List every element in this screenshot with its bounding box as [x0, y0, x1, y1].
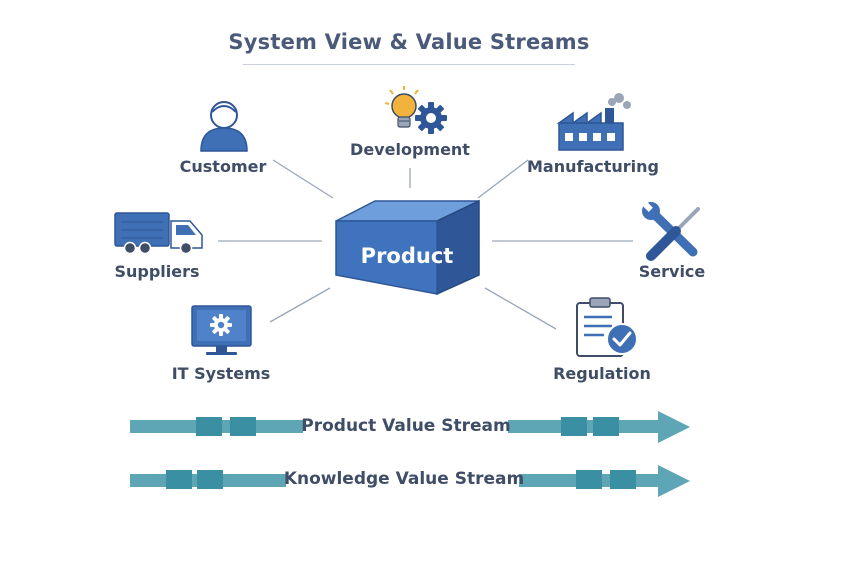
- factory-icon: [556, 93, 631, 151]
- suppliers-label: Suppliers: [114, 262, 200, 281]
- connector-regulation: [484, 287, 557, 330]
- connector-it-systems: [269, 287, 331, 323]
- development-label: Development: [350, 140, 470, 159]
- manufacturing-label: Manufacturing: [527, 157, 659, 176]
- customer-label: Customer: [179, 157, 267, 176]
- product-cube: [335, 199, 480, 296]
- monitor-icon: [191, 305, 252, 355]
- connector-customer: [272, 159, 334, 199]
- it-systems-label: IT Systems: [171, 364, 271, 383]
- product-label: Product: [360, 244, 454, 268]
- lightbulb-icon: [384, 86, 419, 128]
- tools-icon: [642, 202, 700, 261]
- title-underline: [243, 64, 575, 65]
- regulation-label: Regulation: [553, 364, 651, 383]
- clipboard-check-icon: [576, 297, 638, 357]
- gear-icon: [415, 102, 447, 134]
- diagram-title: System View & Value Streams: [228, 30, 590, 54]
- service-label: Service: [638, 262, 706, 281]
- truck-icon: [114, 212, 203, 255]
- product-value-stream-arrow: [130, 411, 690, 443]
- knowledge-value-stream-label: Knowledge Value Stream: [283, 469, 525, 489]
- person-icon: [200, 101, 248, 152]
- connector-manufacturing: [477, 159, 529, 199]
- product-value-stream-label: Product Value Stream: [301, 416, 511, 436]
- knowledge-value-stream-arrow: [130, 465, 690, 497]
